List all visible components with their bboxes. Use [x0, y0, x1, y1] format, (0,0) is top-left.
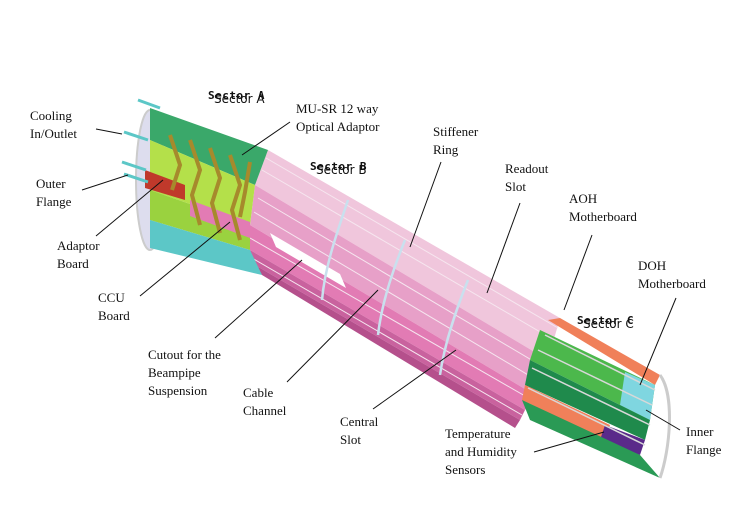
label-cutout-beampipe: Cutout for the Beampipe Suspension: [148, 347, 221, 398]
stiffener-rings: [320, 199, 470, 376]
label-stiffener-ring: Stiffener Ring: [433, 124, 479, 157]
label-cable-channel: Cable Channel: [243, 385, 287, 418]
label-central-slot: Central Slot: [340, 414, 379, 447]
leader-lines: [81, 121, 681, 453]
label-temperature-humidity-sensors: Temperature and Humidity Sensors: [445, 426, 517, 477]
label-aoh-motherboard: AOH Motherboard: [569, 191, 637, 224]
sector-a-body: [121, 98, 268, 275]
optical-cables: [168, 134, 252, 241]
label-doh-motherboard: DOH Motherboard: [638, 258, 706, 291]
sector-b-label: Sector B Sector B: [310, 160, 367, 177]
label-mu-sr-optical-adaptor: MU-SR 12 way Optical Adaptor: [296, 101, 380, 134]
sector-c-body: [522, 318, 671, 479]
label-inner-flange: Inner Flange: [686, 424, 722, 457]
sector-c-label: Sector C Sector C: [577, 314, 634, 331]
label-adaptor-board: Adaptor Board: [57, 238, 100, 271]
label-cooling-inoutlet: Cooling In/Outlet: [30, 108, 77, 141]
sector-b-body: [249, 150, 560, 428]
label-outer-flange: Outer Flange: [36, 176, 72, 209]
sector-a-label: Sector A Sector A: [208, 89, 265, 106]
label-readout-slot: Readout Slot: [505, 161, 549, 194]
label-ccu-board: CCU Board: [98, 290, 130, 323]
